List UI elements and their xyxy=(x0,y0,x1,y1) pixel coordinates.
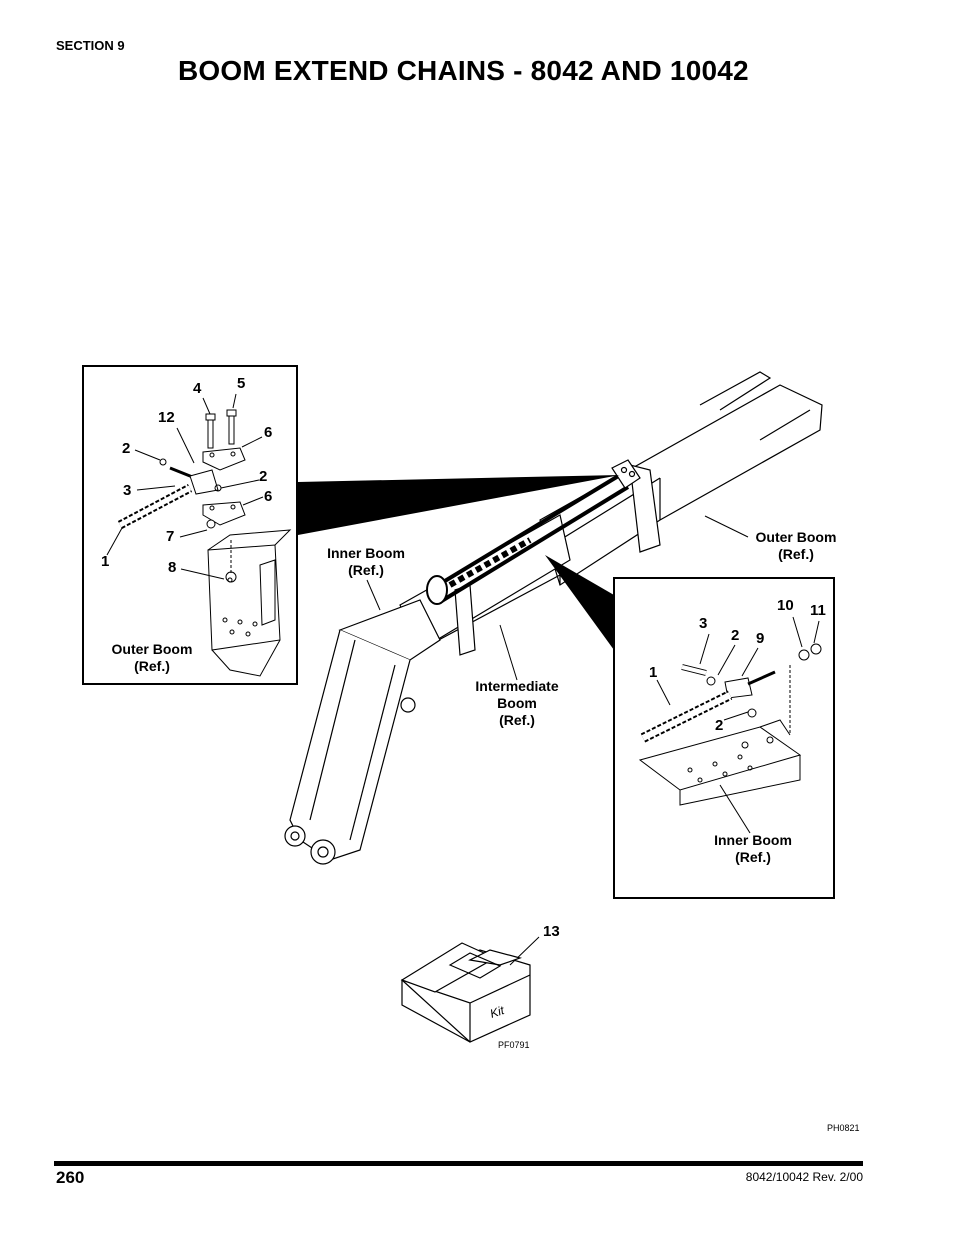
callout-2-right-upper: 2 xyxy=(731,627,740,644)
left-detail-parts xyxy=(117,409,292,677)
footer-rule xyxy=(54,1161,863,1166)
label-inner-boom: Inner Boom (Ref.) xyxy=(327,545,405,578)
callout-2-left-lower: 2 xyxy=(259,468,268,485)
callout-5: 5 xyxy=(237,375,246,392)
callout-9: 9 xyxy=(756,630,765,647)
kit-box-drawing xyxy=(400,942,531,1043)
boom-assembly xyxy=(284,371,823,865)
callout-7: 7 xyxy=(166,528,175,545)
detail-callout-wedge-right xyxy=(545,555,614,650)
callout-2-right-lower: 2 xyxy=(715,717,724,734)
label-right-inner-boom: Inner Boom (Ref.) xyxy=(714,832,792,865)
label-left-outer-boom: Outer Boom (Ref.) xyxy=(111,641,193,674)
section-label: SECTION 9 xyxy=(56,38,125,53)
callout-6-lower: 6 xyxy=(264,488,273,505)
right-detail-parts xyxy=(638,643,822,806)
page-title: BOOM EXTEND CHAINS - 8042 AND 10042 xyxy=(178,55,749,86)
callout-3-right: 3 xyxy=(699,615,708,632)
label-intermediate-boom: Intermediate Boom (Ref.) xyxy=(475,678,559,728)
kit-code: PF0791 xyxy=(498,1040,530,1050)
callout-11: 11 xyxy=(810,602,826,619)
callout-3-left: 3 xyxy=(123,482,132,499)
right-leader-lines xyxy=(656,616,820,834)
callout-10: 10 xyxy=(777,597,794,614)
callout-4: 4 xyxy=(193,380,202,397)
callout-1-left: 1 xyxy=(101,553,110,570)
callout-6-upper: 6 xyxy=(264,424,273,441)
document-revision: 8042/10042 Rev. 2/00 xyxy=(745,1170,863,1184)
callout-12: 12 xyxy=(158,409,175,426)
callout-1-right: 1 xyxy=(649,664,658,681)
page-number: 260 xyxy=(56,1168,85,1187)
callout-2-left-upper: 2 xyxy=(122,440,131,457)
label-outer-boom: Outer Boom (Ref.) xyxy=(755,529,837,562)
callout-13: 13 xyxy=(543,923,560,940)
figure-code: PH0821 xyxy=(827,1123,860,1133)
left-leader-lines xyxy=(106,393,264,580)
callout-8: 8 xyxy=(168,559,177,576)
detail-callout-wedge-left xyxy=(298,475,620,535)
